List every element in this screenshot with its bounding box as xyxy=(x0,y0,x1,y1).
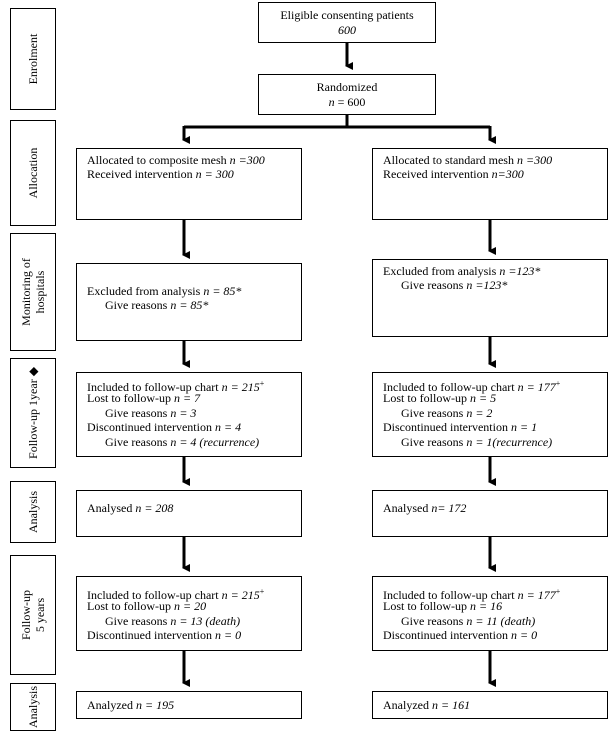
left-allocation-box: Allocated to composite mesh n =300 Recei… xyxy=(76,148,302,220)
left-alloc-line1: Allocated to composite mesh xyxy=(87,153,230,167)
left-alloc-line2-n: n = 300 xyxy=(195,167,234,181)
stage-label: Enrolment xyxy=(26,33,40,85)
left-f5-included-n: n = 215 xyxy=(221,588,260,602)
stage-monitoring: Monitoring of hospitals xyxy=(10,233,56,351)
randomized-n-value: = 600 xyxy=(334,95,366,109)
eligible-label: Eligible consenting patients xyxy=(280,8,414,22)
right-analyzed-n: n = 161 xyxy=(431,698,471,712)
left-analysed: Analysed xyxy=(87,501,136,515)
left-alloc-line2: Received intervention xyxy=(87,167,196,181)
left-f1-included-n: n = 215 xyxy=(221,380,260,394)
right-analysis2-box: Analyzed n = 161 xyxy=(372,691,608,719)
left-analyzed: Analyzed xyxy=(87,698,136,712)
left-analysed-n: n = 208 xyxy=(135,501,174,515)
right-follow1-box: Included to follow-up chart n = 177+ Los… xyxy=(372,372,608,457)
stage-allocation: Allocation xyxy=(10,120,56,226)
left-f1-included: Included to follow-up chart xyxy=(87,380,222,394)
right-alloc-line2-n: n=300 xyxy=(491,167,524,181)
left-f5-lost: Lost to follow-up xyxy=(87,599,174,613)
right-f1-discontinued-n: n = 1 xyxy=(510,420,538,434)
left-follow5-box: Included to follow-up chart n = 215+ Los… xyxy=(76,576,302,651)
left-alloc-line1-n: n =300 xyxy=(229,153,265,167)
left-f5-lost-reasons: Give reasons xyxy=(105,614,171,628)
right-f1-included-sup: + xyxy=(555,379,561,388)
right-alloc-line2: Received intervention xyxy=(383,167,492,181)
left-analysis1-box: Analysed n = 208 xyxy=(76,490,302,537)
left-f1-lost-reasons: Give reasons xyxy=(105,406,171,420)
left-excluded-line: Excluded from analysis xyxy=(87,284,204,298)
stage-analysis-1: Analysis xyxy=(10,481,56,543)
right-follow5-box: Included to follow-up chart n = 177+ Los… xyxy=(372,576,608,651)
left-f5-included: Included to follow-up chart xyxy=(87,588,222,602)
left-f1-lost: Lost to follow-up xyxy=(87,391,174,405)
right-analysed-n: n= 172 xyxy=(431,501,467,515)
stage-label: Analysis xyxy=(26,686,40,728)
left-follow1-box: Included to follow-up chart n = 215+ Los… xyxy=(76,372,302,457)
eligible-patients-box: Eligible consenting patients 600 xyxy=(258,2,436,43)
right-excluded-line: Excluded from analysis xyxy=(383,264,500,278)
right-f5-discontinued-n: n = 0 xyxy=(510,628,538,642)
right-allocation-box: Allocated to standard mesh n =300 Receiv… xyxy=(372,148,608,220)
right-f5-lost-reasons: Give reasons xyxy=(401,614,467,628)
right-f5-lost: Lost to follow-up xyxy=(383,599,470,613)
right-f1-lost: Lost to follow-up xyxy=(383,391,470,405)
right-analyzed: Analyzed xyxy=(383,698,432,712)
right-analysed: Analysed xyxy=(383,501,432,515)
right-monitoring-box: Excluded from analysis n =123* Give reas… xyxy=(372,259,608,337)
left-f1-disc-reasons-n: n = 4 (recurrence) xyxy=(170,435,260,449)
randomized-label: Randomized xyxy=(316,80,378,94)
right-f5-included-n: n = 177 xyxy=(517,588,556,602)
right-alloc-line1-n: n =300 xyxy=(516,153,553,167)
right-excluded-n: n =123* xyxy=(499,264,541,278)
stage-follow-up-5years: Follow-up 5 years xyxy=(10,555,56,675)
right-f5-included-sup: + xyxy=(555,587,561,596)
right-analysis1-box: Analysed n= 172 xyxy=(372,490,608,537)
left-excluded-reasons-n: n = 85* xyxy=(170,298,209,312)
left-analyzed-n: n = 195 xyxy=(135,698,175,712)
left-f1-lost-n: n = 7 xyxy=(174,391,201,405)
left-f1-lost-reasons-n: n = 3 xyxy=(170,406,197,420)
left-f1-discontinued: Discontinued intervention xyxy=(87,420,215,434)
left-analysis2-box: Analyzed n = 195 xyxy=(76,691,302,719)
right-f1-disc-reasons: Give reasons xyxy=(401,435,467,449)
left-f1-discontinued-n: n = 4 xyxy=(214,420,242,434)
left-f5-lost-reasons-n: n = 13 (death) xyxy=(170,614,241,628)
eligible-value: 600 xyxy=(338,23,356,37)
right-f5-discontinued: Discontinued intervention xyxy=(383,628,511,642)
right-excluded-reasons: Give reasons xyxy=(401,278,467,292)
stage-label: Monitoring of hospitals xyxy=(19,258,47,326)
right-alloc-line1: Allocated to standard mesh xyxy=(383,153,517,167)
right-f5-lost-n: n = 16 xyxy=(470,599,503,613)
right-f1-lost-reasons: Give reasons xyxy=(401,406,467,420)
randomized-n-symbol: n xyxy=(328,95,335,109)
right-f1-included: Included to follow-up chart xyxy=(383,380,518,394)
right-excluded-reasons-n: n =123* xyxy=(466,278,508,292)
stage-follow-up-1year: Follow-up 1year ◆ xyxy=(10,358,56,468)
stage-label: Allocation xyxy=(26,147,40,199)
right-f1-disc-reasons-n: n = 1(recurrence) xyxy=(466,435,553,449)
stage-label: Follow-up 1year ◆ xyxy=(26,367,40,459)
stage-label: Analysis xyxy=(26,491,40,533)
left-f1-included-sup: + xyxy=(259,379,265,388)
right-f1-lost-reasons-n: n = 2 xyxy=(466,406,493,420)
left-f5-discontinued: Discontinued intervention xyxy=(87,628,215,642)
left-f5-included-sup: + xyxy=(259,587,265,596)
left-excluded-n: n = 85* xyxy=(203,284,242,298)
stage-enrolment: Enrolment xyxy=(10,8,56,110)
left-f5-discontinued-n: n = 0 xyxy=(214,628,242,642)
right-f1-included-n: n = 177 xyxy=(517,380,556,394)
left-f1-disc-reasons: Give reasons xyxy=(105,435,171,449)
stage-analysis-2: Analysis xyxy=(10,683,56,731)
right-f1-discontinued: Discontinued intervention xyxy=(383,420,511,434)
left-f5-lost-n: n = 20 xyxy=(174,599,207,613)
left-excluded-reasons: Give reasons xyxy=(105,298,171,312)
right-f5-lost-reasons-n: n = 11 (death) xyxy=(466,614,536,628)
randomized-box: Randomized n = 600 xyxy=(258,74,436,115)
left-monitoring-box: Excluded from analysis n = 85* Give reas… xyxy=(76,263,302,341)
right-f5-included: Included to follow-up chart xyxy=(383,588,518,602)
right-f1-lost-n: n = 5 xyxy=(470,391,497,405)
stage-label: Follow-up 5 years xyxy=(19,589,47,641)
